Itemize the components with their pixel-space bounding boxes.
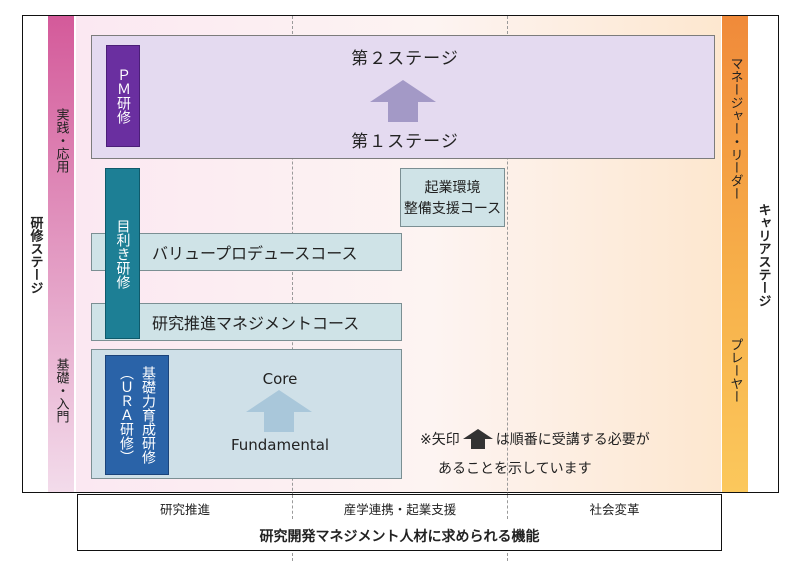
pm-training-box: ＰＭ研修	[106, 45, 140, 147]
note-prefix: ※矢印	[420, 432, 460, 448]
stage1-label: 第１ステージ	[351, 132, 459, 152]
function-social-change: 社会変革	[589, 502, 640, 517]
bottom-axis-frame	[77, 494, 722, 551]
training-stage-bar	[48, 16, 74, 493]
bottom-axis-title: 研究開発マネジメント人材に求められる機能	[259, 529, 540, 545]
left-axis-lower-label: 基礎・入門	[53, 357, 69, 423]
value-produce-course-box: バリュープロデュースコース	[91, 233, 402, 271]
ura-training-box: （ＵＲＡ研修） 基礎力育成研修	[105, 355, 169, 475]
column-divider-1	[292, 16, 293, 561]
ura-training-line2: （ＵＲＡ研修）	[118, 366, 134, 464]
note-suffix: は順番に受講する必要が	[495, 432, 650, 448]
ura-training-line1: 基礎力育成研修	[140, 366, 156, 464]
note-arrow-icon	[462, 429, 493, 449]
bottom-divider-2	[507, 495, 508, 519]
core-label: Core	[262, 370, 298, 388]
career-stage-bar	[722, 16, 748, 493]
right-axis-lower-label: プレーヤー	[727, 337, 743, 403]
research-mgmt-course-box: 研究推進マネジメントコース	[91, 303, 402, 341]
right-axis-title: キャリアステージ	[755, 203, 771, 307]
startup-course-line1: 起業環境	[424, 180, 481, 196]
core-up-arrow-icon	[246, 390, 312, 432]
stage-up-arrow-icon	[370, 80, 436, 122]
left-axis-upper-label: 実践・応用	[53, 107, 69, 173]
note-line1: ※矢印 は順番に受講する必要が	[420, 429, 650, 449]
startup-course-line2: 整備支援コース	[403, 201, 502, 217]
research-mgmt-course-label: 研究推進マネジメントコース	[152, 314, 360, 333]
mekiki-training-box: 目利き研修	[105, 168, 140, 339]
function-research: 研究推進	[159, 502, 210, 517]
right-axis-upper-label: マネージャー・リーダー	[727, 56, 743, 200]
diagram-frame	[22, 15, 779, 493]
stage2-label: 第２ステージ	[351, 49, 459, 69]
startup-course-box: 起業環境 整備支援コース	[400, 168, 505, 227]
fundamental-label: Fundamental	[230, 436, 330, 454]
note-line2: あることを示しています	[438, 461, 592, 477]
function-industry-startup: 産学連携・起業支援	[343, 502, 457, 517]
column-divider-2	[507, 16, 508, 561]
left-axis-title: 研修ステージ	[27, 216, 43, 294]
bottom-divider-1	[292, 495, 293, 519]
value-produce-course-label: バリュープロデュースコース	[152, 244, 358, 263]
